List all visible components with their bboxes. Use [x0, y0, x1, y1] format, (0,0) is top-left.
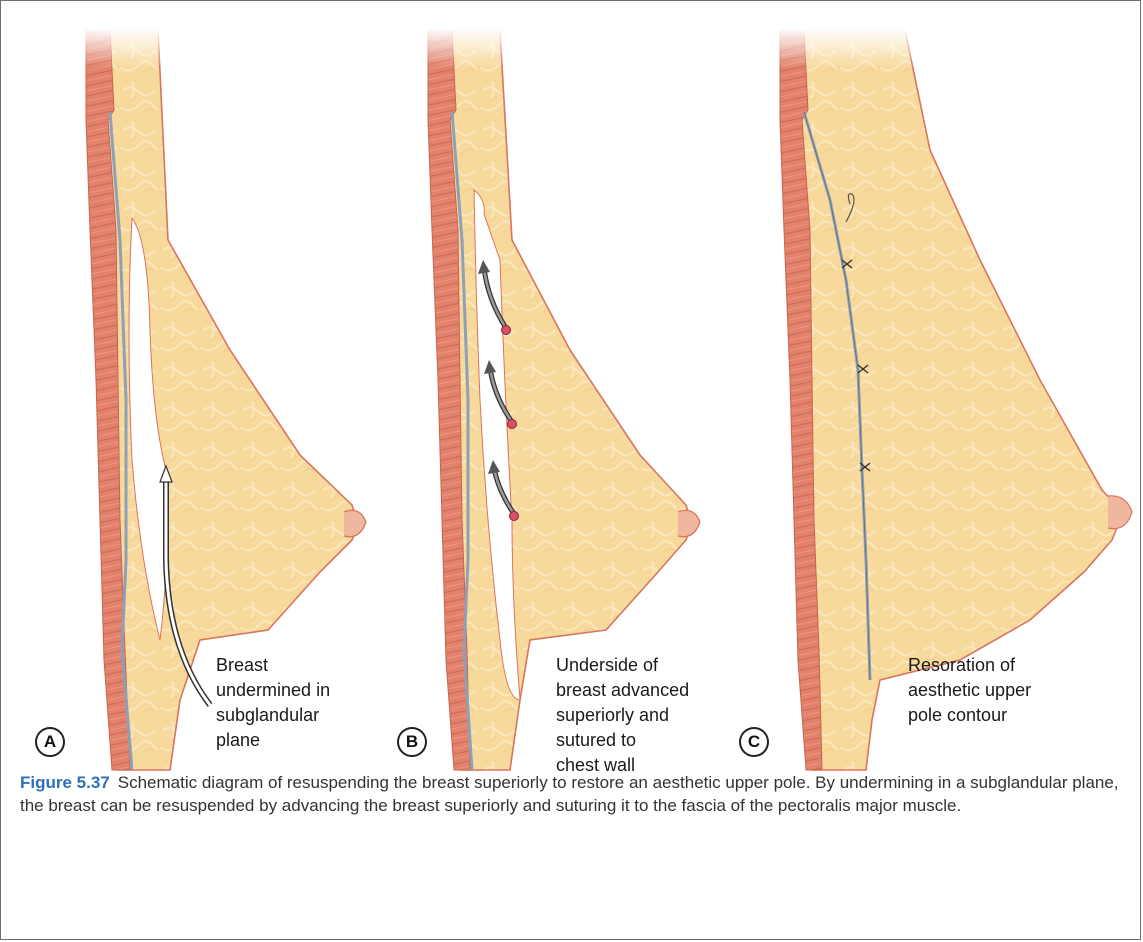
nipple: [344, 510, 366, 536]
panel-c-badge: C: [739, 727, 769, 757]
panel-b-label: Underside of breast advanced superiorly …: [556, 653, 689, 778]
caption-text: Schematic diagram of resuspending the br…: [20, 773, 1119, 815]
panel-a-label: Breast undermined in subglandular plane: [216, 653, 330, 753]
figure-label: Figure 5.37: [20, 773, 110, 792]
nipple: [678, 510, 700, 536]
nipple: [1108, 496, 1132, 529]
panel-c-label: Resoration of aesthetic upper pole conto…: [908, 653, 1031, 728]
panel-b-badge: B: [397, 727, 427, 757]
panel-a-badge: A: [35, 727, 65, 757]
